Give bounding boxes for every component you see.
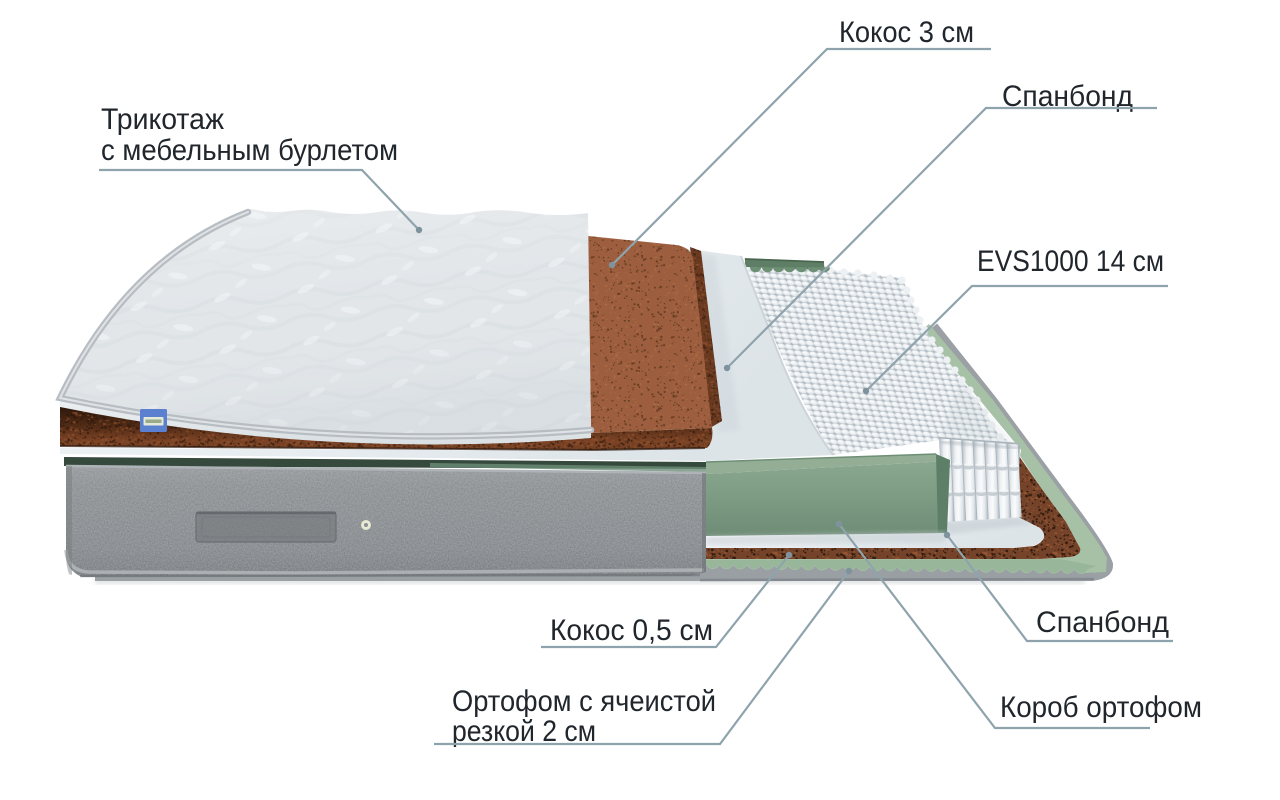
svg-text:с мебельным бурлетом: с мебельным бурлетом xyxy=(101,134,398,167)
svg-text:Ортофом с ячеистой: Ортофом с ячеистой xyxy=(452,685,716,718)
svg-text:резкой 2 см: резкой 2 см xyxy=(452,715,596,748)
svg-text:Короб ортофом: Короб ортофом xyxy=(1000,691,1202,724)
svg-text:Кокос 0,5 см: Кокос 0,5 см xyxy=(550,614,713,647)
svg-text:Трикотаж: Трикотаж xyxy=(101,103,224,136)
svg-text:Спанбонд: Спанбонд xyxy=(1036,606,1169,639)
svg-text:Кокос 3 см: Кокос 3 см xyxy=(839,16,974,49)
svg-text:EVS1000 14 см: EVS1000 14 см xyxy=(977,245,1164,278)
